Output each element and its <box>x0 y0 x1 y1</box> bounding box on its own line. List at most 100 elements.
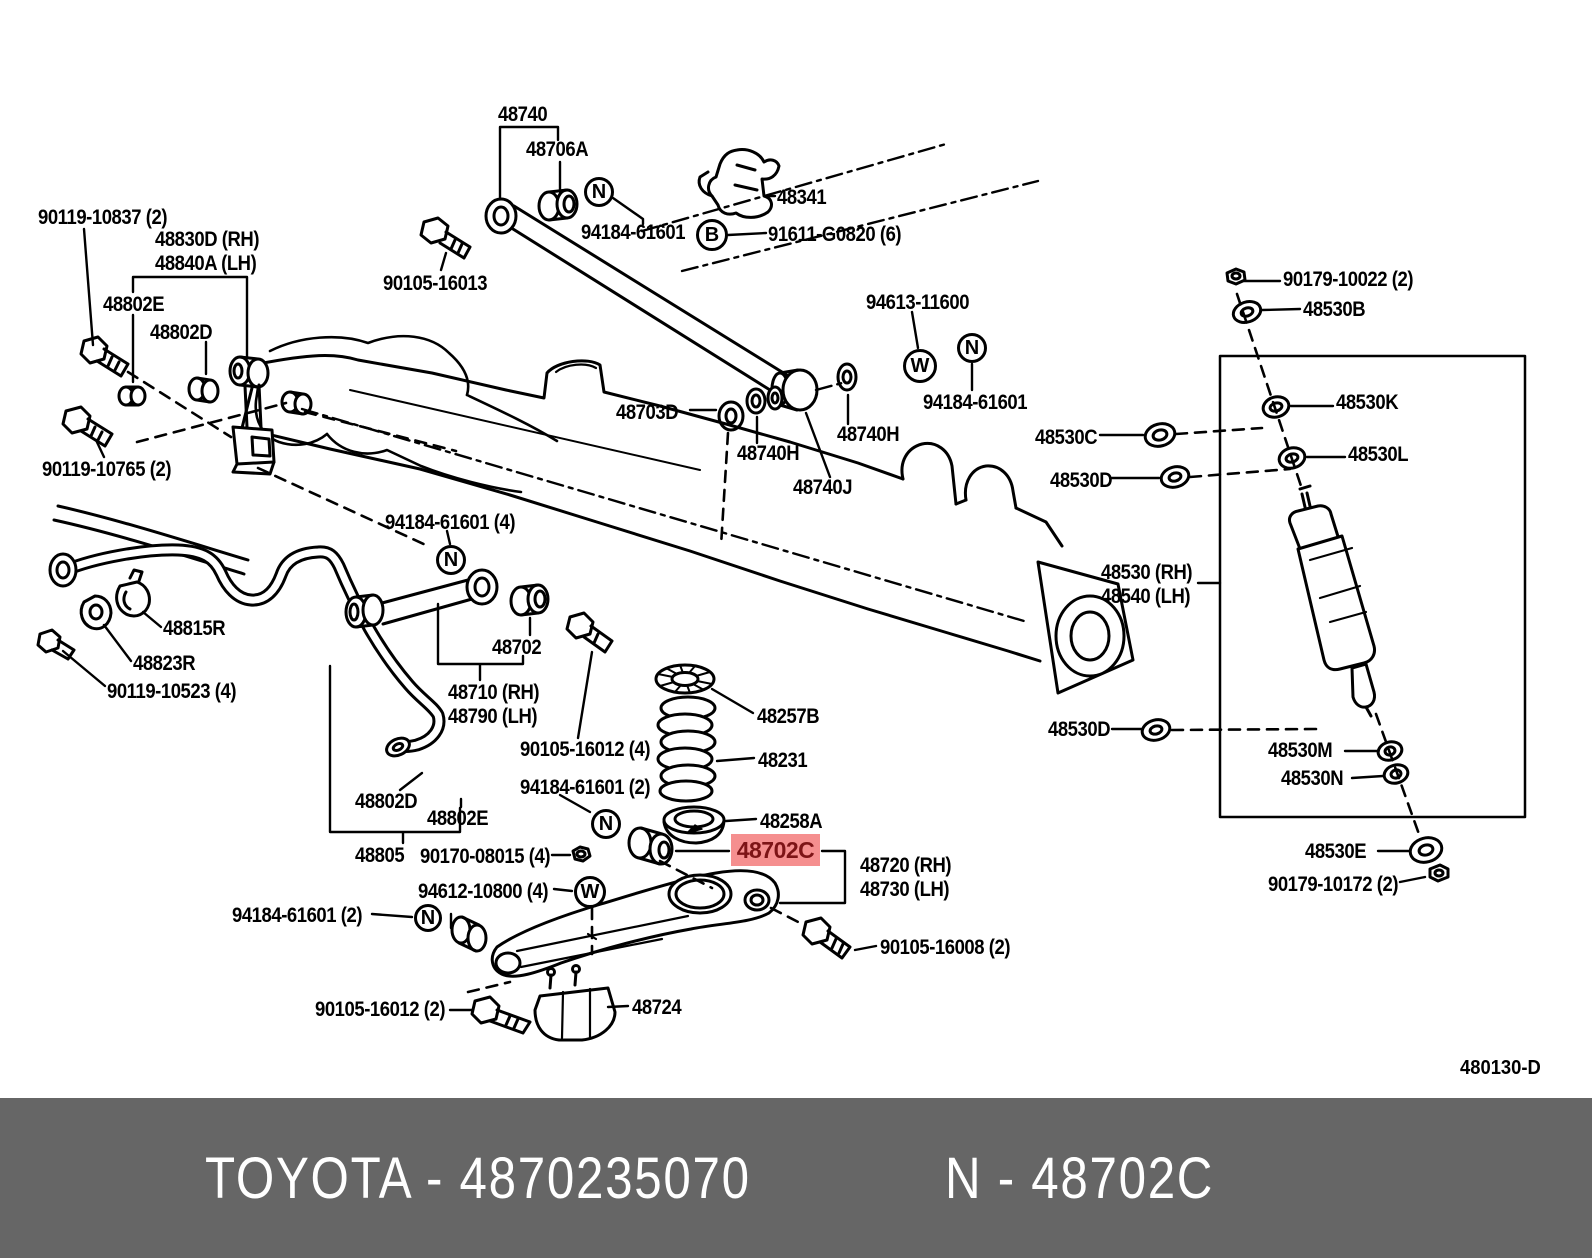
part-label-90105-16013: 90105-16013 <box>383 272 488 295</box>
part-label-90119-10765-2-: 90119-10765 (2) <box>42 458 172 481</box>
part-label-48740H: 48740H <box>837 423 900 446</box>
part-label-48530B: 48530B <box>1303 298 1366 321</box>
part-label-48540-LH-: 48540 (LH) <box>1101 585 1191 608</box>
part-label-48530C: 48530C <box>1035 426 1098 449</box>
frame-bracket <box>254 334 559 494</box>
part-label-48530K: 48530K <box>1336 391 1399 414</box>
rod-48702 <box>344 568 550 629</box>
nut-90179-10172 <box>1428 863 1450 883</box>
bolt-90105-16012-2 <box>470 995 532 1035</box>
part-label-48702: 48702 <box>492 636 542 659</box>
part-label-48802E: 48802E <box>427 807 489 830</box>
part-label-48740J: 48740J <box>793 476 853 499</box>
label-layer: 48740 48706A 94184-61601 48341 91611-G0820 (… <box>38 103 1414 1021</box>
clamp-48815R <box>115 568 151 618</box>
part-label-48802E: 48802E <box>103 293 165 316</box>
bolt-90105-16008 <box>801 916 852 960</box>
stabilizer-bar <box>48 543 446 758</box>
callout-n-7: N <box>414 904 442 932</box>
part-label-48231: 48231 <box>758 749 808 772</box>
bushing-48823R <box>79 594 113 631</box>
part-label-48257B: 48257B <box>757 705 820 728</box>
shock-box <box>1218 354 1527 819</box>
callout-n-3: N <box>957 333 987 363</box>
rod-washers-48740H <box>745 362 858 415</box>
callout-n-0: N <box>584 177 614 207</box>
rod-bushing-48706A <box>537 188 579 222</box>
bolt-90119-10523 <box>36 628 76 661</box>
part-label-48706A: 48706A <box>526 138 589 161</box>
part-label-90170-08015-4-: 90170-08015 (4) <box>420 845 551 868</box>
part-label-48823R: 48823R <box>133 652 196 675</box>
part-label-48530L: 48530L <box>1348 443 1409 466</box>
part-label-90119-10837-2-: 90119-10837 (2) <box>38 206 168 229</box>
part-label-48840A-LH-: 48840A (LH) <box>155 252 257 275</box>
shock-grommets <box>1140 300 1444 864</box>
part-label-94184-61601: 94184-61601 <box>923 391 1028 414</box>
part-label-48258A: 48258A <box>760 810 823 833</box>
footer-banner: TOYOTA - 4870235070 N - 48702C <box>0 1098 1592 1258</box>
arm-pivot-bushing <box>450 915 488 953</box>
banner-part-number: TOYOTA - 4870235070 <box>205 1145 751 1211</box>
part-label-94613-11600: 94613-11600 <box>866 291 970 314</box>
callout-w-2: W <box>903 349 937 383</box>
part-label-48341: 48341 <box>777 186 827 209</box>
part-label-48530D: 48530D <box>1050 469 1113 492</box>
part-label-48530N: 48530N <box>1281 767 1344 790</box>
part-label-48802D: 48802D <box>150 321 213 344</box>
callout-w-6: W <box>574 876 606 908</box>
part-label-48530D: 48530D <box>1048 718 1111 741</box>
part-label-48790-LH-: 48790 (LH) <box>448 705 538 728</box>
part-label-48530M: 48530M <box>1268 739 1333 762</box>
part-label-48710-RH-: 48710 (RH) <box>448 681 540 704</box>
part-label-48802D: 48802D <box>355 790 418 813</box>
part-label-90119-10523-4-: 90119-10523 (4) <box>107 680 237 703</box>
part-label-91611-G0820-6-: 91611-G0820 (6) <box>768 223 902 246</box>
bushing-48702C <box>627 826 674 866</box>
exploded-diagram-art <box>36 125 1527 1042</box>
coil-spring-48231 <box>656 695 717 803</box>
shock-absorber <box>1288 484 1376 718</box>
diagram-code-label: 480130-D <box>1460 1057 1541 1079</box>
axle-beam <box>240 354 1135 695</box>
part-label-90179-10022-2-: 90179-10022 (2) <box>1283 268 1414 291</box>
part-label-90179-10172-2-: 90179-10172 (2) <box>1268 873 1399 896</box>
bolt-90105-16013 <box>419 216 472 260</box>
nut-90170-08015 <box>571 845 592 863</box>
part-label-94184-61601-2-: 94184-61601 (2) <box>232 904 363 927</box>
arm-bracket-48724 <box>533 964 617 1042</box>
callout-b-1: B <box>696 219 728 251</box>
bolt-90119-10765 <box>61 405 114 448</box>
spring-lower-seat-48258A <box>662 805 726 845</box>
part-label-48830D-RH-: 48830D (RH) <box>155 228 260 251</box>
part-label-90105-16012-2-: 90105-16012 (2) <box>315 998 446 1021</box>
part-label-48724: 48724 <box>632 996 682 1019</box>
part-label-48730-LH-: 48730 (LH) <box>860 878 950 901</box>
bolt-90119-10837 <box>79 335 130 378</box>
spring-upper-seat-48257B <box>654 663 716 695</box>
part-label-48703D: 48703D <box>616 401 679 424</box>
dashed-lines <box>126 292 1422 994</box>
part-label-94612-10800-4-: 94612-10800 (4) <box>418 880 549 903</box>
part-label-48815R: 48815R <box>163 617 226 640</box>
part-label-48530-RH-: 48530 (RH) <box>1101 561 1193 584</box>
bolt-90105-16012-4 <box>565 611 614 654</box>
part-label-48530E: 48530E <box>1305 840 1367 863</box>
part-label-48740: 48740 <box>498 103 548 126</box>
part-label-94184-61601-2-: 94184-61601 (2) <box>520 776 651 799</box>
stabilizer-link <box>228 355 276 476</box>
leader-lines <box>61 125 1427 1012</box>
centerlines <box>300 142 1040 623</box>
part-label-48805: 48805 <box>355 844 405 867</box>
part-label-48740H: 48740H <box>737 442 800 465</box>
part-label-94184-61601-4-: 94184-61601 (4) <box>385 511 516 534</box>
part-label-90105-16008-2-: 90105-16008 (2) <box>880 936 1011 959</box>
part-label-94184-61601: 94184-61601 <box>581 221 686 244</box>
link-bushings <box>117 376 313 416</box>
part-label-90105-16012-4-: 90105-16012 (4) <box>520 738 651 761</box>
part-label-48720-RH-: 48720 (RH) <box>860 854 952 877</box>
highlighted-part-label: 48702C <box>731 834 820 866</box>
bracket-48341 <box>697 148 781 219</box>
callout-n-4: N <box>436 545 466 575</box>
